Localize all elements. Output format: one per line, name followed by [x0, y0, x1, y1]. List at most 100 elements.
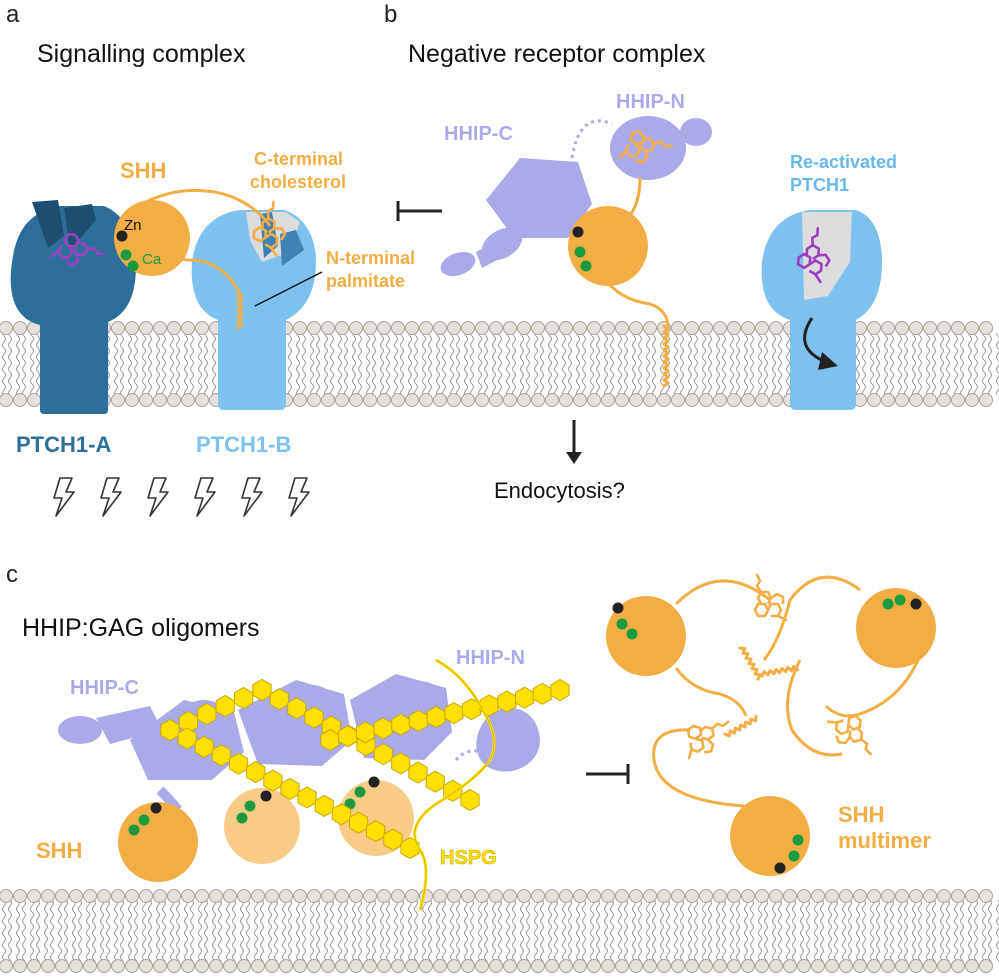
gag-hexagon: [246, 761, 266, 784]
lipid-head: [0, 959, 13, 973]
gag-hexagon: [194, 735, 214, 758]
panel-c: c HHIP:GAG oligomers HHIP-C HHIP-N: [6, 561, 936, 911]
calcium-icon: [128, 824, 140, 836]
lipid-head: [181, 959, 195, 973]
lipid-head: [531, 959, 545, 973]
lipid-head: [111, 321, 125, 335]
gag-hexagon: [426, 705, 446, 728]
lipid-head: [419, 393, 433, 407]
lipid-head: [489, 959, 503, 973]
lipid-head: [293, 889, 307, 903]
lipid-head: [503, 889, 517, 903]
lipid-head: [335, 959, 349, 973]
gag-hexagon: [408, 761, 428, 784]
lipid-head: [335, 321, 349, 335]
lipid-head: [391, 321, 405, 335]
lipid-head: [671, 393, 685, 407]
shh-multimer: [606, 573, 936, 876]
lipid-head: [447, 393, 461, 407]
lipid-head: [517, 321, 531, 335]
lipid-head: [251, 889, 265, 903]
lipid-head: [769, 321, 783, 335]
lipid-head: [825, 889, 839, 903]
lipid-head: [489, 889, 503, 903]
lipid-head: [615, 889, 629, 903]
lightning-icon: [241, 477, 263, 517]
lipid-head: [293, 321, 307, 335]
lipid-head: [27, 393, 41, 407]
shh-label-a: SHH: [120, 158, 166, 183]
lipid-head: [587, 393, 601, 407]
lipid-head: [559, 393, 573, 407]
gag-hexagon: [229, 752, 249, 775]
palmitate-pointer: [254, 271, 323, 307]
lipid-head: [895, 393, 909, 407]
lipid-head: [433, 393, 447, 407]
lipid-head: [139, 321, 153, 335]
lipid-head: [321, 889, 335, 903]
lipid-head: [125, 959, 139, 973]
gag-hexagon: [391, 752, 411, 775]
lipid-head: [447, 889, 461, 903]
calcium-icon: [354, 786, 366, 798]
lipid-head: [657, 959, 671, 973]
zinc-icon: [774, 862, 786, 874]
lipid-head: [699, 321, 713, 335]
lipid-head: [615, 959, 629, 973]
cholesterol-shh-icon: [753, 573, 788, 622]
lipid-head: [643, 889, 657, 903]
n-terminal-label-1: N-terminal: [326, 248, 415, 268]
calcium-icon: [574, 246, 586, 258]
lipid-head: [517, 889, 531, 903]
lipid-head: [447, 959, 461, 973]
lipid-head: [377, 959, 391, 973]
gag-hexagon: [373, 743, 393, 766]
lipid-head: [321, 321, 335, 335]
lipid-head: [867, 959, 881, 973]
lipid-head: [531, 393, 545, 407]
palmitate-chain-icon: [738, 644, 763, 681]
lipid-head: [867, 321, 881, 335]
lipid-head: [461, 321, 475, 335]
gag-hexagon: [400, 836, 420, 860]
lipid-head: [951, 889, 965, 903]
shh-protein-c1: [118, 802, 198, 882]
gag-hexagon: [304, 706, 324, 729]
zinc-icon: [572, 226, 584, 238]
gag-hexagon: [366, 820, 386, 843]
panel-a-title: Signalling complex: [37, 40, 246, 68]
lipid-head: [881, 889, 895, 903]
lipid-head: [853, 959, 867, 973]
lipid-head: [755, 321, 769, 335]
lipid-head: [923, 321, 937, 335]
lipid-head: [965, 321, 979, 335]
lipid-head: [209, 959, 223, 973]
lipid-head: [727, 393, 741, 407]
lipid-head: [601, 959, 615, 973]
lipid-head: [783, 889, 797, 903]
lightning-icon: [100, 477, 122, 517]
lipid-head: [265, 889, 279, 903]
lipid-head: [713, 321, 727, 335]
lipid-head: [587, 321, 601, 335]
lipid-head: [69, 889, 83, 903]
ptch1-b-protein: [191, 199, 316, 410]
lipid-head: [153, 393, 167, 407]
panel-a-letter: a: [6, 1, 20, 28]
lipid-head: [909, 959, 923, 973]
lipid-head: [531, 321, 545, 335]
n-terminal-label-2: palmitate: [326, 271, 405, 291]
lipid-head: [363, 959, 377, 973]
lipid-head: [769, 889, 783, 903]
lipid-head: [881, 959, 895, 973]
lipid-head: [167, 889, 181, 903]
c-terminal-label-1: C-terminal: [254, 149, 343, 169]
lipid-head: [139, 959, 153, 973]
gag-hexagon: [331, 803, 351, 826]
gag-hexagon: [160, 718, 180, 742]
lipid-head: [699, 959, 713, 973]
lipid-head: [237, 889, 251, 903]
lipid-head: [125, 321, 139, 335]
lipid-head: [0, 889, 13, 903]
lipid-head: [629, 393, 643, 407]
